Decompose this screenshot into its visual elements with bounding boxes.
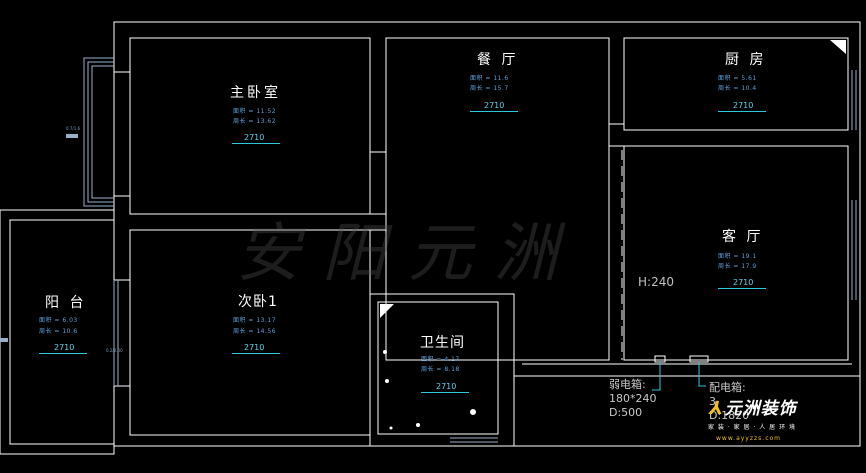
room-perimeter: 周长 = 17.9 — [718, 263, 757, 270]
bathroom-door-icon — [380, 304, 394, 318]
room-area: 面积 = 19.1 — [718, 253, 757, 260]
room-name-balcony: 阳 台 — [45, 295, 87, 311]
power-box-title: 配电箱: — [709, 381, 746, 394]
living-room-wall — [623, 145, 849, 361]
weak-box-title: 弱电箱: — [609, 378, 646, 391]
wall-marker — [0, 338, 8, 342]
fixture-icon — [416, 423, 420, 427]
watermark: 安阳元洲 — [236, 217, 580, 291]
room-perimeter: 周长 = 14.56 — [233, 328, 277, 335]
level-mark: 2710 — [733, 278, 754, 287]
left-window — [87, 61, 114, 203]
logo-mark-icon: ⅄ — [708, 398, 723, 419]
fixture-icon — [470, 409, 476, 415]
room-name-second-bedroom: 次卧1 — [238, 294, 278, 310]
level-line — [232, 353, 280, 354]
power-box-symbol — [689, 355, 709, 363]
bathroom-wall — [377, 301, 499, 435]
fixture-icon — [385, 379, 389, 383]
logo-url: www.ayyzzs.com — [716, 435, 782, 442]
power-box-size: 3 — [709, 395, 716, 408]
floor-drain-icon — [383, 350, 387, 354]
kitchen-wall — [623, 37, 849, 131]
power-box-note: 配电箱: 3 D:1820 — [709, 381, 749, 423]
level-mark: 2710 — [484, 101, 505, 110]
room-area: 面积 = 6.03 — [39, 317, 78, 324]
weak-box-symbol — [654, 355, 666, 363]
master-bedroom-wall — [129, 37, 371, 215]
kitchen-door-icon — [830, 40, 846, 54]
room-name-kitchen: 厨 房 — [725, 52, 767, 68]
room-name-living: 客 厅 — [722, 229, 764, 245]
room-perimeter: 周长 = 13.62 — [233, 118, 277, 125]
wall-marker — [66, 134, 78, 138]
room-area: 面积 = 11.6 — [470, 75, 509, 82]
room-area: 面积 = 4.17 — [421, 356, 460, 363]
level-line — [421, 392, 469, 393]
level-line — [718, 288, 766, 289]
room-perimeter: 周长 = 8.18 — [421, 366, 460, 373]
level-line — [718, 111, 766, 112]
left-window — [83, 57, 114, 207]
level-line — [232, 143, 280, 144]
room-area: 面积 = 13.17 — [233, 317, 277, 324]
room-name-bathroom: 卫生间 — [420, 335, 465, 351]
height-label: H:240 — [638, 275, 674, 289]
weak-box-note: 弱电箱: 180*240 D:500 — [609, 378, 657, 420]
left-window — [91, 65, 114, 199]
room-perimeter: 周长 = 15.7 — [470, 85, 509, 92]
weak-box-leader — [652, 362, 661, 391]
corridor-wall — [513, 360, 861, 377]
room-area: 面积 = 11.52 — [233, 108, 277, 115]
logo-tagline: 家 装 · 家 居 · 人 居 环 境 — [708, 424, 796, 431]
room-perimeter: 周长 = 10.4 — [718, 85, 757, 92]
level-line — [39, 353, 87, 354]
level-mark: 2710 — [244, 343, 265, 352]
power-box-depth: D:1820 — [709, 409, 750, 422]
door-size-label: 0.2/2.00 — [106, 348, 123, 353]
level-mark: 2710 — [436, 382, 457, 391]
room-name-master-bedroom: 主卧室 — [230, 85, 281, 101]
fixture-icon — [389, 426, 393, 430]
room-area: 面积 = 5.61 — [718, 75, 757, 82]
logo-name: ⅄元洲装饰 — [708, 398, 797, 419]
level-mark: 2710 — [733, 101, 754, 110]
level-mark: 2710 — [54, 343, 75, 352]
window-size-label: 0.7/1.6 — [66, 126, 81, 131]
weak-box-size: 180*240 — [609, 392, 657, 405]
room-name-dining: 餐 厅 — [477, 52, 519, 68]
level-mark: 2710 — [244, 133, 265, 142]
level-line — [470, 111, 518, 112]
company-logo: ⅄元洲装饰 家 装 · 家 居 · 人 居 环 境 www.ayyzzs.com — [708, 394, 797, 442]
weak-box-depth: D:500 — [609, 406, 643, 419]
power-box-leader — [698, 362, 706, 387]
room-perimeter: 周长 = 10.6 — [39, 328, 78, 335]
